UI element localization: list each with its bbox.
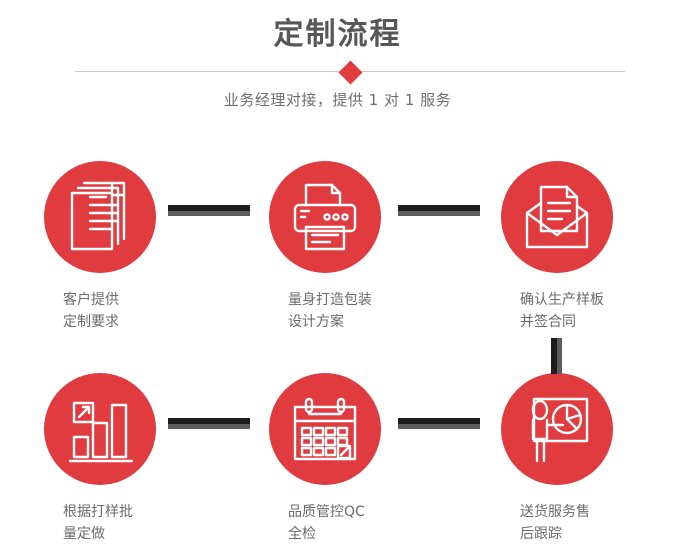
connector-shadow: [557, 338, 562, 374]
step-4-circle: [44, 373, 156, 485]
step-1-circle: [44, 161, 156, 273]
step-6-circle: [501, 373, 613, 485]
page-subtitle: 业务经理对接，提供 1 对 1 服务: [223, 91, 452, 109]
envelope-document-icon: [525, 185, 589, 249]
step-6-label: 送货服务售 后跟踪: [520, 504, 590, 542]
presenter-pie-chart-icon: [531, 397, 589, 463]
step-2-circle: [269, 161, 381, 273]
step-5-circle: [269, 373, 381, 485]
connector-step1-step2: [168, 205, 250, 216]
connector-step3-step6: [551, 338, 562, 374]
printer-icon: [293, 183, 357, 251]
step-2-label: 量身打造包装 设计方案: [288, 292, 372, 330]
documents-stack-icon: [70, 181, 126, 251]
connector-shadow: [398, 424, 480, 429]
connector-step5-step6: [398, 418, 480, 429]
connector-bar: [168, 205, 250, 211]
step-5-label: 品质管控QC 全检: [288, 504, 365, 542]
title-divider: [75, 59, 625, 85]
connector-step4-step5: [168, 418, 250, 429]
connector-shadow: [398, 211, 480, 216]
step-3-label: 确认生产样板 并签合同: [520, 292, 604, 330]
connector-bar: [168, 418, 250, 424]
step-4-label: 根据打样批 量定做: [63, 504, 133, 542]
connector-shadow: [168, 424, 250, 429]
step-3-circle: [501, 161, 613, 273]
connector-bar: [398, 205, 480, 211]
diamond-icon: [337, 59, 363, 85]
step-1-label: 客户提供 定制要求: [63, 292, 119, 330]
bar-chart-growth-icon: [68, 401, 134, 463]
connector-step2-step3: [398, 205, 480, 216]
connector-bar: [398, 418, 480, 424]
calendar-check-icon: [293, 397, 357, 461]
page-title: 定制流程: [273, 17, 402, 52]
connector-bar: [551, 338, 557, 374]
connector-shadow: [168, 211, 250, 216]
